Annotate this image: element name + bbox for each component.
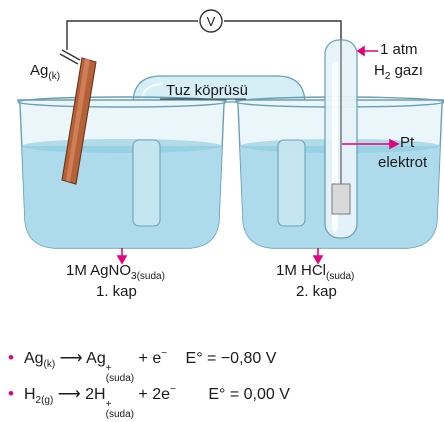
voltmeter-symbol: V [207,14,216,29]
reaction-2-product: 2H [85,386,106,403]
reaction-1-potential: E° = −0,80 V [185,350,277,367]
reaction-2-product-state: (suda) [105,409,134,420]
reaction-2-electron-charge: − [170,384,176,395]
reaction-2-product-charge: + [105,399,112,410]
cup-2-solution-sub: (suda) [326,271,355,282]
bullet-icon: • [8,384,14,403]
reaction-1-electron-charge: − [161,348,168,359]
cup-2-name: 2. kap [296,283,337,300]
cup-2-solution: 1M HCl [276,262,327,279]
silver-symbol: Ag [30,62,49,79]
reaction-1: •Ag(k) ⟶ Ag+(suda) + e− E° = −0,80 V [8,348,276,384]
voltmeter [199,9,223,33]
pt-label: Pt [400,134,415,151]
reaction-1-electrons: + e [138,350,162,367]
reaction-2-potential: E° = 0,00 V [208,386,290,403]
gas-pressure-label: 1 atm [380,41,418,58]
salt-bridge-legs [132,139,306,227]
external-wire [66,20,342,50]
reaction-2-reactant: H [23,386,36,403]
cup-1-solution: 1M AgNO [66,262,132,279]
reaction-2: • H2(g) ⟶ 2H+(suda) + 2e− E° = 0,00 V [8,384,290,420]
reaction-1-product-state: (suda) [105,373,135,384]
reaction-1-reactant-state: (k) [43,359,56,371]
pt-electrode [331,40,351,215]
gas-suffix: gazı [390,62,423,79]
reaction-1-reactant: Ag [23,350,44,367]
reaction-2-arrow-icon: ⟶ [57,386,81,403]
cup-1-name: 1. kap [96,283,137,300]
gas-symbol: H [374,62,385,79]
silver-state: (k) [48,71,61,82]
cup-1-solution-sub: 3(suda) [131,271,165,282]
bullet-icon: • [8,348,14,367]
silver-electrode [59,49,97,185]
cup-1-solution-label: 1M AgNO3(suda) [66,262,165,282]
reaction-1-arrow-icon: ⟶ [59,350,83,367]
silver-electrode-label: Ag(k) [30,62,60,82]
gas-subscript: 2 [384,71,391,82]
reaction-1-product-charge: + [105,363,112,374]
cup-2-solution-label: 1M HCl(suda) [276,262,354,282]
pointer-arrows [116,45,400,265]
reaction-2-reactant-state: 2(g) [35,395,54,407]
cup-1 [16,96,228,249]
reaction-2-electrons: + 2e [138,386,171,403]
electrode-label: elektrot [378,154,428,171]
gas-name-label: H2 gazı [374,62,423,82]
reaction-1-product: Ag [86,350,106,367]
salt-bridge-label: Tuz köprüsü [166,82,248,99]
